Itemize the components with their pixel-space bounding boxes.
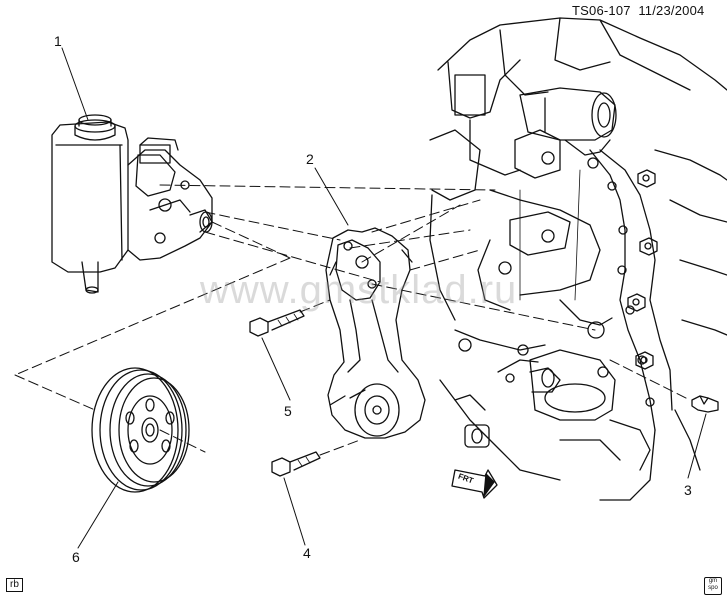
logo-line-1: gm xyxy=(708,578,718,584)
bolt-4 xyxy=(271,451,321,477)
callout-2: 2 xyxy=(306,151,314,167)
bolt-3 xyxy=(691,395,719,413)
leader-lines xyxy=(61,47,707,549)
front-arrow xyxy=(451,469,498,499)
power-steering-pump xyxy=(51,114,213,294)
diagram-id: TS06-107 xyxy=(572,3,631,18)
assembly-lines xyxy=(14,184,691,456)
power-steering-pulley xyxy=(91,367,190,493)
callout-4: 4 xyxy=(303,545,311,561)
gm-spo-logo: gm spo xyxy=(704,577,722,595)
initials-box: rb xyxy=(6,578,23,592)
bolt-5 xyxy=(249,309,305,337)
callout-3: 3 xyxy=(684,482,692,498)
callout-5: 5 xyxy=(284,403,292,419)
callout-6: 6 xyxy=(72,549,80,565)
diagram-date: 11/23/2004 xyxy=(638,3,705,18)
power-steering-bracket xyxy=(325,227,426,439)
engine-block xyxy=(429,17,727,501)
watermark: www.gmstklad.ru xyxy=(200,268,518,312)
callout-1: 1 xyxy=(54,33,62,49)
diagram-header: TS06-107 11/23/2004 xyxy=(572,3,704,18)
logo-line-2: spo xyxy=(708,585,718,591)
